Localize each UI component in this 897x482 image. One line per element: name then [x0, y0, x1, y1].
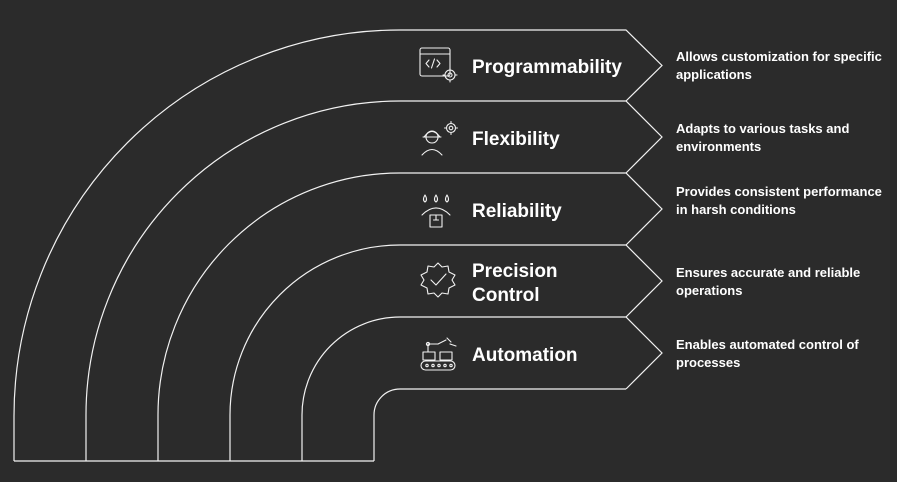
arc-band-automation	[301, 316, 663, 461]
band-label-control: Control	[472, 285, 540, 306]
band-label-programmability: Programmability	[472, 57, 622, 78]
band-description-flexibility: Adapts to various tasks and environments	[676, 121, 850, 154]
arc-band-reliability	[157, 172, 663, 461]
band-label-precision: Precision	[472, 261, 558, 282]
arc-bands	[13, 29, 663, 462]
band-description-reliability: Provides consistent performance in harsh…	[676, 184, 882, 217]
arc-band-flexibility	[85, 100, 663, 461]
arc-innermost-curve	[373, 388, 626, 461]
band-description-precision-control: Ensures accurate and reliable operations	[676, 265, 861, 298]
robotic-arm-conveyor-icon	[420, 337, 457, 371]
band-label-reliability: Reliability	[472, 201, 562, 222]
worker-gear-icon	[421, 120, 459, 156]
weather-resistant-box-icon	[421, 194, 451, 228]
gear-checkmark-icon	[420, 262, 456, 298]
arc-band-programmability	[13, 29, 663, 461]
arc-band-precision-control	[229, 244, 663, 461]
band-description-programmability: Allows customization for specific applic…	[676, 49, 882, 82]
code-gear-window-icon	[419, 47, 458, 83]
band-description-automation: Enables automated control of processes	[676, 337, 859, 370]
band-label-automation: Automation	[472, 345, 578, 366]
band-label-flexibility: Flexibility	[472, 129, 560, 150]
